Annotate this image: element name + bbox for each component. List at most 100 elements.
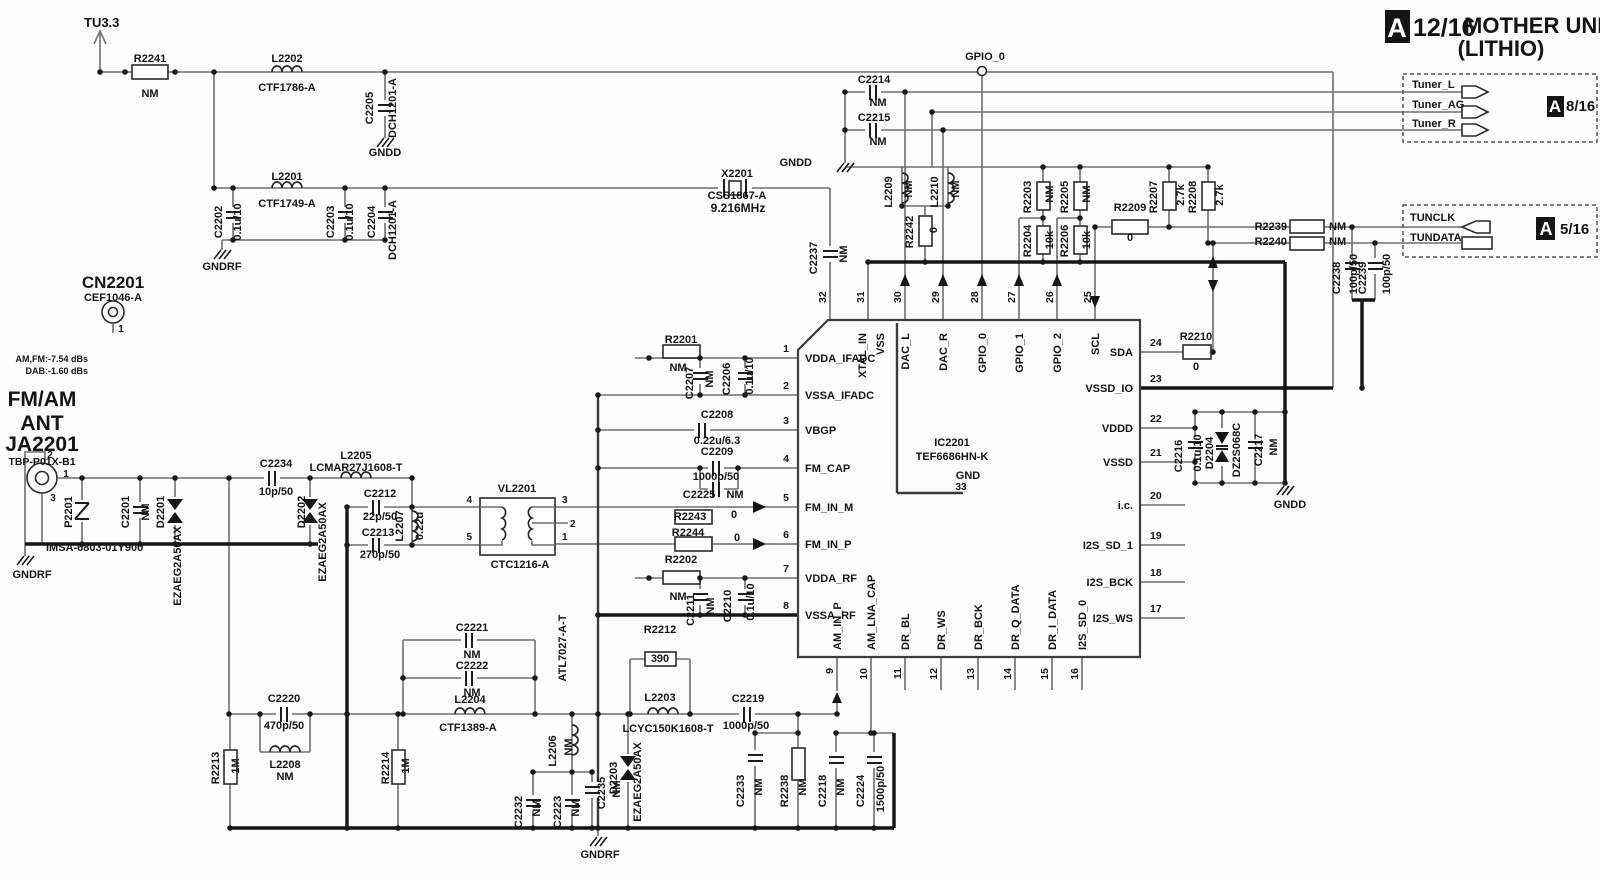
label-val-NM: NM [797, 778, 809, 795]
inductor-L2209 [901, 172, 909, 204]
label-val-100p50: 100p/50 [1348, 254, 1360, 294]
junction-dot [172, 475, 178, 481]
label-ref-C2207: C2207 [684, 367, 696, 399]
junction-dot [752, 730, 758, 736]
label-val-NM: NM [726, 489, 743, 501]
junction-dot [595, 465, 601, 471]
label-ic-pin-FM_CAP: FM_CAP [805, 463, 850, 475]
junction-dot [922, 259, 928, 265]
junction-dot [646, 575, 652, 581]
label-val-390: 390 [651, 653, 669, 665]
label-val-NM: NM [869, 136, 886, 148]
label-val-0.22u: 0.22u [414, 512, 426, 540]
antenna-title: FM/AM [8, 388, 77, 411]
label-ic-pin-num-16: 16 [1069, 668, 1081, 680]
badge-a5 [1536, 217, 1555, 240]
label-val-CTF1389-A: CTF1389-A [439, 722, 497, 734]
capacitor-C2222 [461, 670, 477, 686]
label-val-1M: 1M [230, 758, 242, 773]
label-ic-pin-num-15: 15 [1039, 668, 1051, 680]
label-title-ANT: ANT [20, 412, 63, 435]
label-ic-pin-GPIO_2: GPIO_2 [1052, 333, 1064, 373]
label-ref-C2213: C2213 [362, 527, 394, 539]
label-ref-L2209: L2209 [883, 176, 895, 207]
junction-dot [172, 69, 178, 75]
label-ref-R2240: R2240 [1255, 236, 1287, 248]
label-ic-pin-num-5: 5 [783, 492, 789, 504]
label-ref-R2208: R2208 [1187, 181, 1199, 213]
label-val-NM: NM [463, 649, 480, 661]
junction-dot [1205, 164, 1211, 170]
ground-gndd-c2205 [376, 137, 395, 148]
net-gpio0: GPIO_0 [965, 51, 1005, 63]
junction-dot [742, 392, 748, 398]
label-ref-C2223: C2223 [552, 796, 564, 828]
label-ic-pin-num-7: 7 [783, 563, 789, 575]
signal-arrow-tunclk [1459, 220, 1491, 234]
label-ref-R2212: R2212 [644, 624, 676, 636]
label-val-CEF1046-A: CEF1046-A [84, 292, 142, 304]
junction-dot [742, 612, 748, 618]
junction-dot [865, 259, 871, 265]
junction-dot [172, 541, 178, 547]
resistor-R2241 [131, 64, 169, 80]
label-ref-C2233: C2233 [735, 775, 747, 807]
label-val-0: 0 [928, 227, 940, 233]
junction-dot [899, 203, 905, 209]
ground-gndrf-antenna [16, 555, 35, 566]
inductor-symbols [269, 65, 955, 756]
inductor-L2203 [647, 707, 679, 715]
label-val-NM: NM [950, 180, 962, 197]
inductor-L2201 [271, 181, 303, 189]
label-ref-R2214: R2214 [380, 751, 392, 784]
junction-dot [97, 69, 103, 75]
junction-dots [79, 69, 1378, 831]
label-val-270p50: 270p/50 [360, 549, 400, 561]
sheet-boxes [1385, 10, 1598, 258]
label-ref-D2202: D2202 [296, 496, 308, 528]
junction-dot [1192, 480, 1198, 486]
zener-D2204 [1213, 428, 1231, 466]
label-val-DZ2S068C: DZ2S068C [1231, 423, 1243, 477]
label-ref-P2201: P2201 [63, 496, 75, 528]
label-ground-GNDD: GNDD [780, 157, 812, 169]
diode-D2202 [301, 497, 319, 525]
junction-dot [1205, 240, 1211, 246]
resistor-R2213 [223, 749, 238, 785]
inductor-L2207 [411, 510, 419, 542]
junction-dot [945, 203, 951, 209]
label-val-NM: NM [276, 771, 293, 783]
capacitor-C2224 [866, 752, 882, 768]
label-pin-2: 2 [570, 519, 576, 530]
label-ic-pin-VDDD: VDDD [1102, 423, 1133, 435]
junction-dot [697, 465, 703, 471]
label-pin-1: 1 [562, 532, 568, 543]
label-badge-516: 5/16 [1560, 221, 1589, 238]
label-val-NM: NM [1268, 438, 1280, 455]
junction-dot [395, 711, 401, 717]
junction-dot [595, 825, 601, 831]
label-ref-R2209: R2209 [1114, 202, 1146, 214]
capacitor-C2220 [276, 706, 292, 722]
junction-dot [1077, 259, 1083, 265]
label-ref-R2210: R2210 [1180, 331, 1212, 343]
label-ground-GNDRF: GNDRF [12, 569, 51, 581]
junction-dot [1219, 409, 1225, 415]
label-ref-C2208: C2208 [701, 409, 733, 421]
label-ref-C2202: C2202 [213, 206, 225, 238]
arrow-up-gpio1 [1014, 274, 1024, 286]
terminal-gpio0 [976, 65, 988, 77]
label-ic-pin-num-29: 29 [930, 291, 942, 303]
label-ref-R2238: R2238 [779, 775, 791, 807]
label-ic-pin-num-25: 25 [1082, 291, 1094, 303]
inductor-L2205 [340, 471, 372, 479]
junction-dot [342, 185, 348, 191]
junction-dot [79, 541, 85, 547]
resistor-R2206 [1073, 225, 1088, 255]
ground-gndd-right [1276, 485, 1295, 496]
label-val-470p50: 470p/50 [264, 720, 304, 732]
capacitor-C2225 [708, 481, 724, 497]
label-val-22p50: 22p/50 [363, 511, 397, 523]
label-ref-C2211: C2211 [685, 594, 697, 626]
label-ic-pin-VDDA_IFADC: VDDA_IFADC [805, 353, 875, 365]
